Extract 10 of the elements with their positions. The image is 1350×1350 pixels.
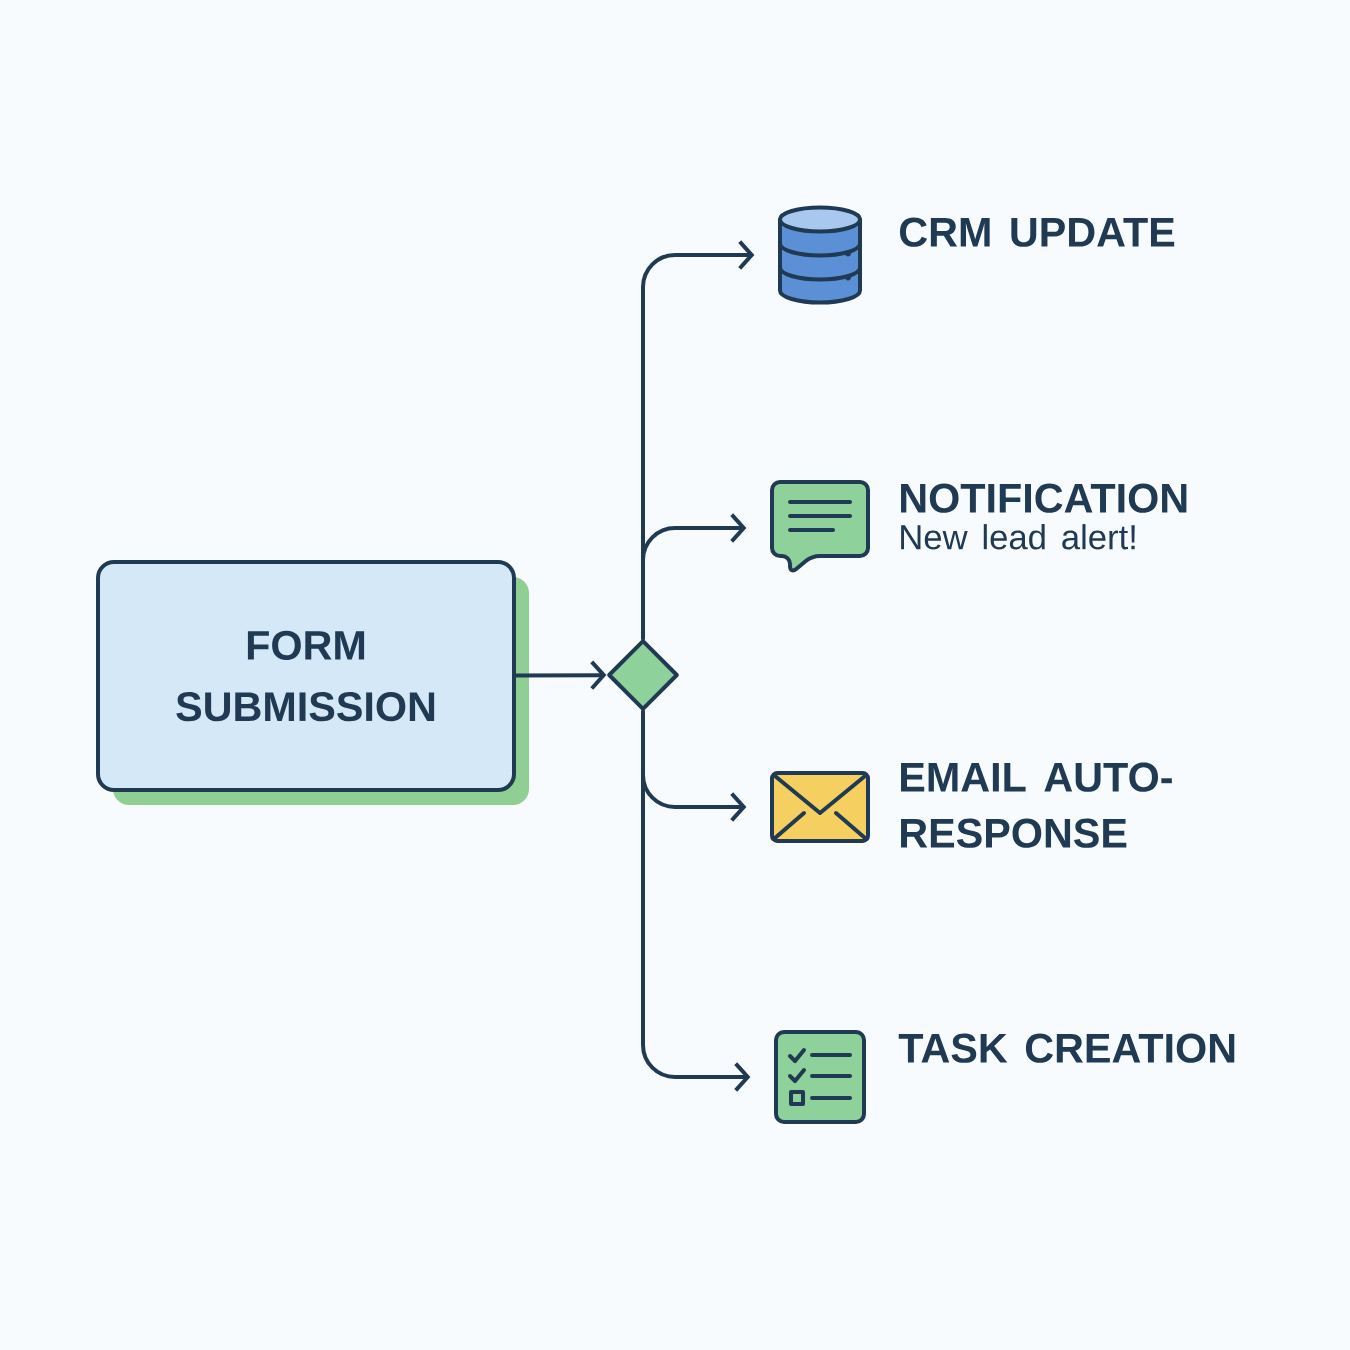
node-title: NOTIFICATION xyxy=(901,483,1187,513)
database-icon xyxy=(778,205,862,305)
decision-diamond xyxy=(607,639,679,711)
process-box: FORM SUBMISSION xyxy=(96,560,529,805)
node-title: CRM UPDATE xyxy=(899,217,1175,247)
node-title: TASK CREATION xyxy=(898,1033,1235,1063)
envelope-icon xyxy=(770,771,870,843)
checklist-icon xyxy=(774,1030,866,1124)
node-title: EMAIL AUTO-RESPONSE xyxy=(901,762,1172,848)
node-subtitle: New lead alert! xyxy=(901,524,1135,550)
